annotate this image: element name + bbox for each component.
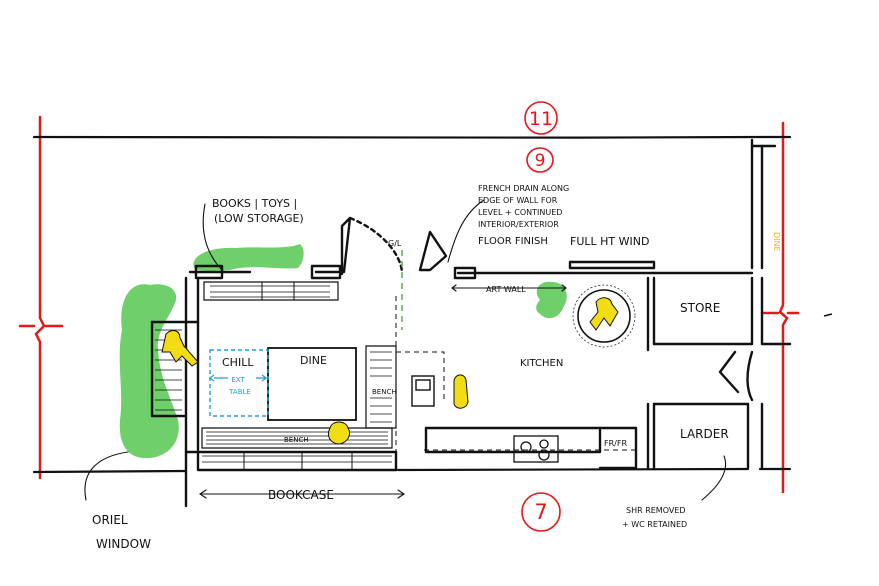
label-bench-side: BENCH — [372, 388, 397, 396]
svg-text:INTERIOR/EXTERIOR: INTERIOR/EXTERIOR — [478, 220, 559, 229]
person-bench — [327, 421, 351, 445]
sink — [411, 375, 435, 407]
hedge-oriel — [119, 284, 179, 459]
room-store: STORE — [680, 301, 720, 315]
dimension-bottom: 7 — [534, 500, 547, 524]
ext-table-arrows — [209, 374, 267, 382]
person-kitchen — [453, 374, 469, 409]
label-art-wall: ART WALL — [486, 285, 526, 294]
label-french-drain: FRENCH DRAIN ALONG EDGE OF WALL FOR LEVE… — [478, 184, 569, 247]
label-fr-fr: FR/FR — [604, 439, 627, 448]
svg-text:FLOOR FINISH: FLOOR FINISH — [478, 236, 548, 247]
label-bench-bottom: BENCH — [284, 436, 309, 444]
room-larder: LARDER — [680, 427, 729, 441]
round-table — [572, 284, 636, 348]
green-planting — [119, 244, 567, 459]
dashed-lines — [395, 296, 640, 470]
svg-text:LEVEL + CONTINUED: LEVEL + CONTINUED — [478, 208, 562, 217]
room-chill: CHILL — [222, 356, 254, 369]
label-shr-2: + WC RETAINED — [622, 520, 687, 529]
boundary-lines — [18, 115, 800, 494]
dimension-top: 11 — [529, 108, 553, 130]
hedge-top — [193, 244, 304, 271]
label-oriel-1: ORIEL — [92, 513, 128, 527]
stray-mark — [823, 313, 833, 317]
label-oriel-2: WINDOW — [96, 537, 151, 551]
dimension-middle: 9 — [535, 151, 546, 171]
hob — [513, 435, 559, 463]
ext-table — [209, 349, 269, 417]
label-books-line1: BOOKS | TOYS | — [212, 197, 297, 210]
ext-table-label-1: EXT — [231, 376, 245, 384]
label-shr-1: SHR REMOVED — [626, 506, 686, 515]
label-books-line2: (LOW STORAGE) — [214, 212, 304, 225]
ext-table-label-2: TABLE — [228, 388, 251, 396]
svg-text:EDGE OF WALL FOR: EDGE OF WALL FOR — [478, 196, 558, 205]
room-dine-side: DINE — [772, 232, 781, 252]
person-lounging — [161, 330, 199, 367]
dimension-circles — [521, 101, 561, 532]
label-bookcase: BOOKCASE — [268, 488, 334, 502]
room-dine: DINE — [300, 354, 327, 367]
svg-text:FRENCH DRAIN ALONG: FRENCH DRAIN ALONG — [478, 184, 569, 193]
annotation-leaders — [84, 199, 727, 501]
shrub — [536, 281, 567, 319]
hatching — [155, 281, 397, 470]
room-kitchen: KITCHEN — [520, 358, 563, 369]
building-walls — [150, 138, 792, 508]
person-round-table — [589, 297, 619, 331]
label-full-ht-wind: FULL HT WIND — [570, 235, 649, 248]
label-gl: G/L — [388, 239, 402, 248]
site-lines — [32, 135, 792, 474]
yellow-figures — [161, 297, 619, 445]
